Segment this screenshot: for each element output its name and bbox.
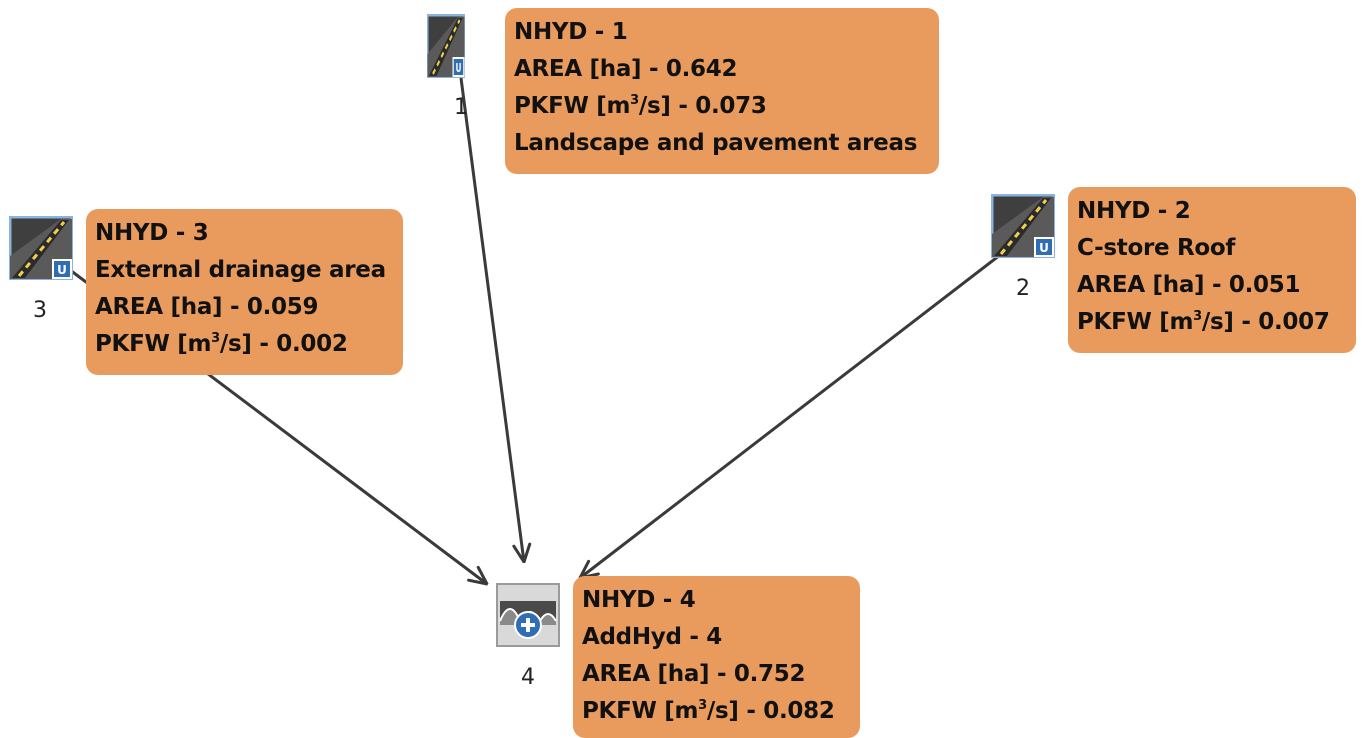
node-2-area: AREA [ha] - 0.051 xyxy=(1077,272,1301,298)
node-4-add-hydrograph-icon[interactable] xyxy=(496,583,560,647)
node-2-number: 2 xyxy=(1016,276,1030,301)
node-2-peak-flow: PKFW [m3/s] - 0.007 xyxy=(1077,309,1330,335)
svg-text:U: U xyxy=(1039,241,1049,255)
svg-text:U: U xyxy=(456,62,462,75)
node-4-label[interactable]: NHYD - 4 AddHyd - 4 AREA [ha] - 0.752 PK… xyxy=(573,576,860,738)
node-4-peak-flow: PKFW [m3/s] - 0.082 xyxy=(582,698,835,724)
node-4-area: AREA [ha] - 0.752 xyxy=(582,661,806,687)
node-1-area: AREA [ha] - 0.642 xyxy=(514,56,738,82)
node-2-icon[interactable]: U xyxy=(991,194,1055,258)
node-1-peak-flow: PKFW [m3/s] - 0.073 xyxy=(514,93,767,119)
node-1-number: 1 xyxy=(454,95,468,120)
node-4-description: AddHyd - 4 xyxy=(582,624,722,650)
node-3-title: NHYD - 3 xyxy=(95,220,209,246)
node-2-description: C-store Roof xyxy=(1077,235,1236,261)
node-1-icon[interactable]: U xyxy=(427,14,465,78)
node-3-number: 3 xyxy=(33,298,47,323)
svg-text:U: U xyxy=(57,263,67,277)
node-3-peak-flow: PKFW [m3/s] - 0.002 xyxy=(95,331,348,357)
node-3-area: AREA [ha] - 0.059 xyxy=(95,294,319,320)
node-2-label[interactable]: NHYD - 2 C-store Roof AREA [ha] - 0.051 … xyxy=(1068,187,1356,353)
node-1-description: Landscape and pavement areas xyxy=(514,130,918,156)
node-1-label[interactable]: NHYD - 1 AREA [ha] - 0.642 PKFW [m3/s] -… xyxy=(505,8,939,174)
connector-2-to-4[interactable] xyxy=(580,253,1001,578)
node-4-title: NHYD - 4 xyxy=(582,587,696,613)
connector-1-to-4[interactable] xyxy=(459,77,524,562)
node-3-label[interactable]: NHYD - 3 External drainage area AREA [ha… xyxy=(86,209,403,375)
node-4-number: 4 xyxy=(521,665,535,690)
node-3-description: External drainage area xyxy=(95,257,386,283)
node-2-title: NHYD - 2 xyxy=(1077,198,1191,224)
node-1-title: NHYD - 1 xyxy=(514,19,628,45)
node-3-icon[interactable]: U xyxy=(9,216,73,280)
